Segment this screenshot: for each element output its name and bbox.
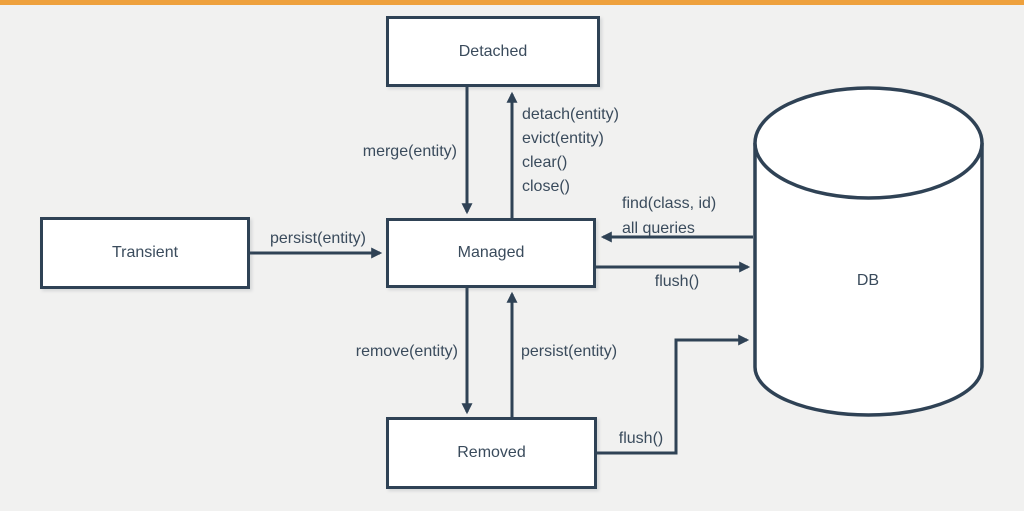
node-detached: Detached — [386, 16, 600, 87]
node-db-label: DB — [856, 272, 880, 289]
edge-label-find-line1: find(class, id) — [622, 195, 717, 212]
top-accent-bar — [0, 0, 1024, 5]
edge-label-merge: merge(entity) — [362, 143, 457, 160]
edge-label-detach-line4: close() — [522, 178, 571, 195]
db-cylinder-top — [753, 86, 984, 200]
edge-label-flush-removed: flush() — [618, 430, 664, 447]
node-managed: Managed — [386, 218, 596, 288]
edge-label-detach-line3: clear() — [522, 154, 568, 171]
edge-label-detach-line1: detach(entity) — [522, 106, 619, 123]
edge-label-detach-line2: evict(entity) — [522, 130, 604, 147]
node-transient: Transient — [40, 217, 250, 289]
db-cylinder-body — [753, 143, 984, 417]
edge-label-persist-transient: persist(entity) — [269, 230, 367, 247]
node-detached-label: Detached — [458, 42, 528, 60]
node-removed: Removed — [386, 417, 597, 489]
edge-label-flush-managed: flush() — [654, 273, 700, 290]
node-transient-label: Transient — [111, 244, 179, 261]
node-managed-label: Managed — [457, 244, 525, 261]
db-cylinder — [753, 86, 984, 417]
edge-label-detach: detach(entity) evict(entity) clear() clo… — [522, 103, 619, 199]
edge-label-remove: remove(entity) — [355, 343, 458, 360]
edge-label-find-line2: all queries — [622, 220, 695, 237]
node-removed-label: Removed — [457, 444, 526, 461]
edge-label-persist-removed: persist(entity) — [521, 343, 618, 360]
edge-label-find: find(class, id) all queries — [622, 191, 716, 241]
flush-removed-arrow — [596, 334, 750, 455]
